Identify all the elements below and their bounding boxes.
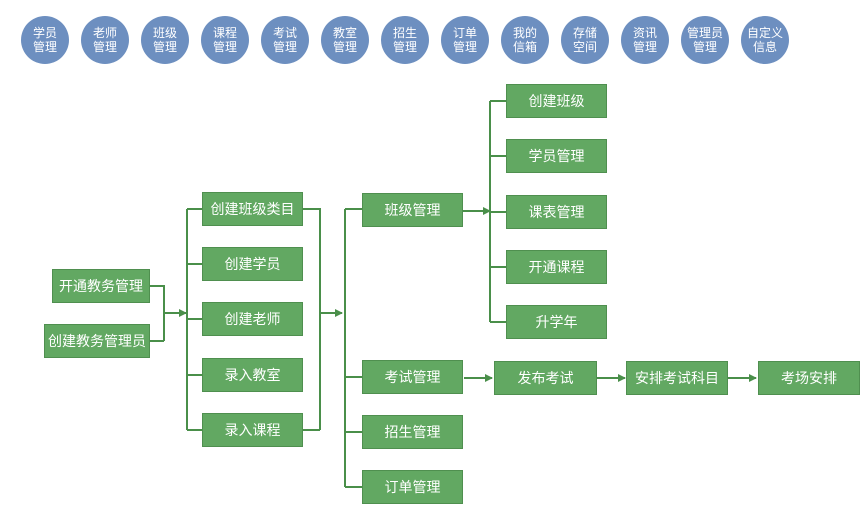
exam-venue-arrangement-box: 考场安排 <box>758 361 860 395</box>
nav-exams-button[interactable]: 考试 管理 <box>261 16 309 64</box>
timetable-management-box: 课表管理 <box>506 195 607 229</box>
grade-promotion-box: 升学年 <box>506 305 607 339</box>
setup-right-bracket <box>303 208 321 431</box>
nav-students-button[interactable]: 学员 管理 <box>21 16 69 64</box>
create-teacher-box: 创建老师 <box>202 302 303 336</box>
student-management-box: 学员管理 <box>506 139 607 173</box>
nav-teachers-button[interactable]: 老师 管理 <box>81 16 129 64</box>
open-course-box: 开通课程 <box>506 250 607 284</box>
open-academic-management-box: 开通教务管理 <box>52 269 150 303</box>
nav-courses-button[interactable]: 课程 管理 <box>201 16 249 64</box>
exam-management-box: 考试管理 <box>362 360 463 394</box>
create-class-box: 创建班级 <box>506 84 607 118</box>
nav-orders-button[interactable]: 订单 管理 <box>441 16 489 64</box>
enter-course-box: 录入课程 <box>202 413 303 447</box>
arrange-exam-subjects-box: 安排考试科目 <box>626 361 728 395</box>
create-academic-admin-box: 创建教务管理员 <box>44 324 150 358</box>
order-management-box: 订单管理 <box>362 470 463 504</box>
enter-classroom-box: 录入教室 <box>202 358 303 392</box>
class-tasks-bracket <box>489 100 506 323</box>
enrollment-management-box: 招生管理 <box>362 415 463 449</box>
setup-left-bracket <box>186 208 202 431</box>
nav-classes-button[interactable]: 班级 管理 <box>141 16 189 64</box>
nav-enrollment-button[interactable]: 招生 管理 <box>381 16 429 64</box>
nav-mailbox-button[interactable]: 我的 信箱 <box>501 16 549 64</box>
publish-exam-box: 发布考试 <box>494 361 597 395</box>
nav-news-button[interactable]: 资讯 管理 <box>621 16 669 64</box>
nav-storage-button[interactable]: 存储 空间 <box>561 16 609 64</box>
nav-classrooms-button[interactable]: 教室 管理 <box>321 16 369 64</box>
nav-admins-button[interactable]: 管理员 管理 <box>681 16 729 64</box>
entry-bracket <box>150 285 165 342</box>
create-student-box: 创建学员 <box>202 247 303 281</box>
modules-bracket <box>344 208 362 488</box>
create-class-category-box: 创建班级类目 <box>202 192 303 226</box>
nav-custom-info-button[interactable]: 自定义 信息 <box>741 16 789 64</box>
class-management-box: 班级管理 <box>362 193 463 227</box>
